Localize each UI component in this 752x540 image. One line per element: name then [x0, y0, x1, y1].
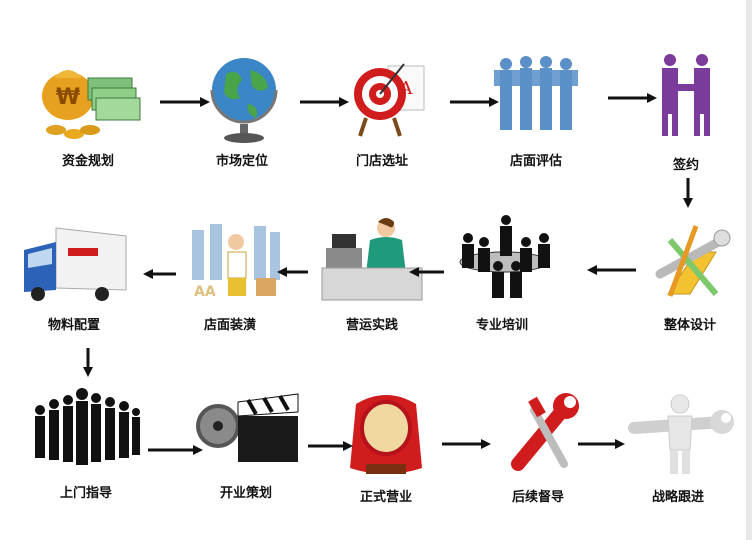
svg-text:AA: AA: [194, 284, 216, 300]
step-label: 市场定位: [215, 154, 268, 169]
step-tools: 整体设计: [630, 212, 750, 333]
target-icon: A: [354, 63, 425, 137]
meeting-icon: [459, 215, 550, 298]
step-label: 签约: [672, 158, 699, 173]
globe-icon: [210, 58, 278, 143]
step-label: 整体设计: [663, 318, 716, 333]
step-cashier: 营运实践: [312, 212, 432, 333]
step-wrench: 后续督导: [478, 384, 598, 505]
film-icon: [196, 393, 299, 462]
step-label: 正式营业: [359, 490, 412, 505]
step-figure-wrench: 战略跟进: [618, 384, 738, 505]
step-label: 专业培训: [475, 318, 528, 333]
step-label: 后续督导: [511, 490, 564, 505]
crowd-icon: [35, 388, 140, 465]
drum-icon: [350, 395, 422, 474]
step-renovation: AA 店面装潢: [170, 212, 290, 333]
step-team: 店面评估: [476, 48, 596, 169]
step-meeting: 专业培训: [442, 212, 562, 333]
money-icon: ₩: [42, 70, 141, 139]
step-label: 营运实践: [345, 318, 398, 333]
step-handshake: 签约: [626, 52, 746, 173]
step-label: 资金规划: [61, 154, 114, 169]
step-truck: 物料配置: [14, 212, 134, 333]
step-globe: 市场定位: [182, 48, 302, 169]
step-label: 店面评估: [509, 154, 562, 169]
figure-wrench-icon: [628, 394, 734, 474]
cashier-icon: [321, 218, 423, 301]
step-crowd: 上门指导: [26, 380, 146, 501]
renovation-icon: AA: [192, 224, 280, 300]
wrench-icon: [511, 393, 579, 471]
step-label: 物料配置: [47, 318, 100, 333]
step-label: 开业策划: [219, 486, 272, 501]
handshake-icon: [662, 54, 710, 136]
step-label: 上门指导: [59, 486, 112, 501]
tools-icon: [655, 225, 731, 297]
team-icon: [494, 56, 578, 130]
step-label: 战略跟进: [651, 490, 704, 505]
step-label: 门店选址: [355, 154, 408, 169]
step-target: A 门店选址: [322, 48, 442, 169]
step-drum: 正式营业: [326, 384, 446, 505]
step-film: 开业策划: [186, 380, 306, 501]
svg-text:₩: ₩: [56, 85, 80, 110]
step-label: 店面装潢: [203, 318, 256, 333]
right-edge-strip: [746, 0, 752, 540]
step-money: ₩ 资金规划: [28, 48, 148, 169]
truck-icon: [24, 227, 127, 301]
